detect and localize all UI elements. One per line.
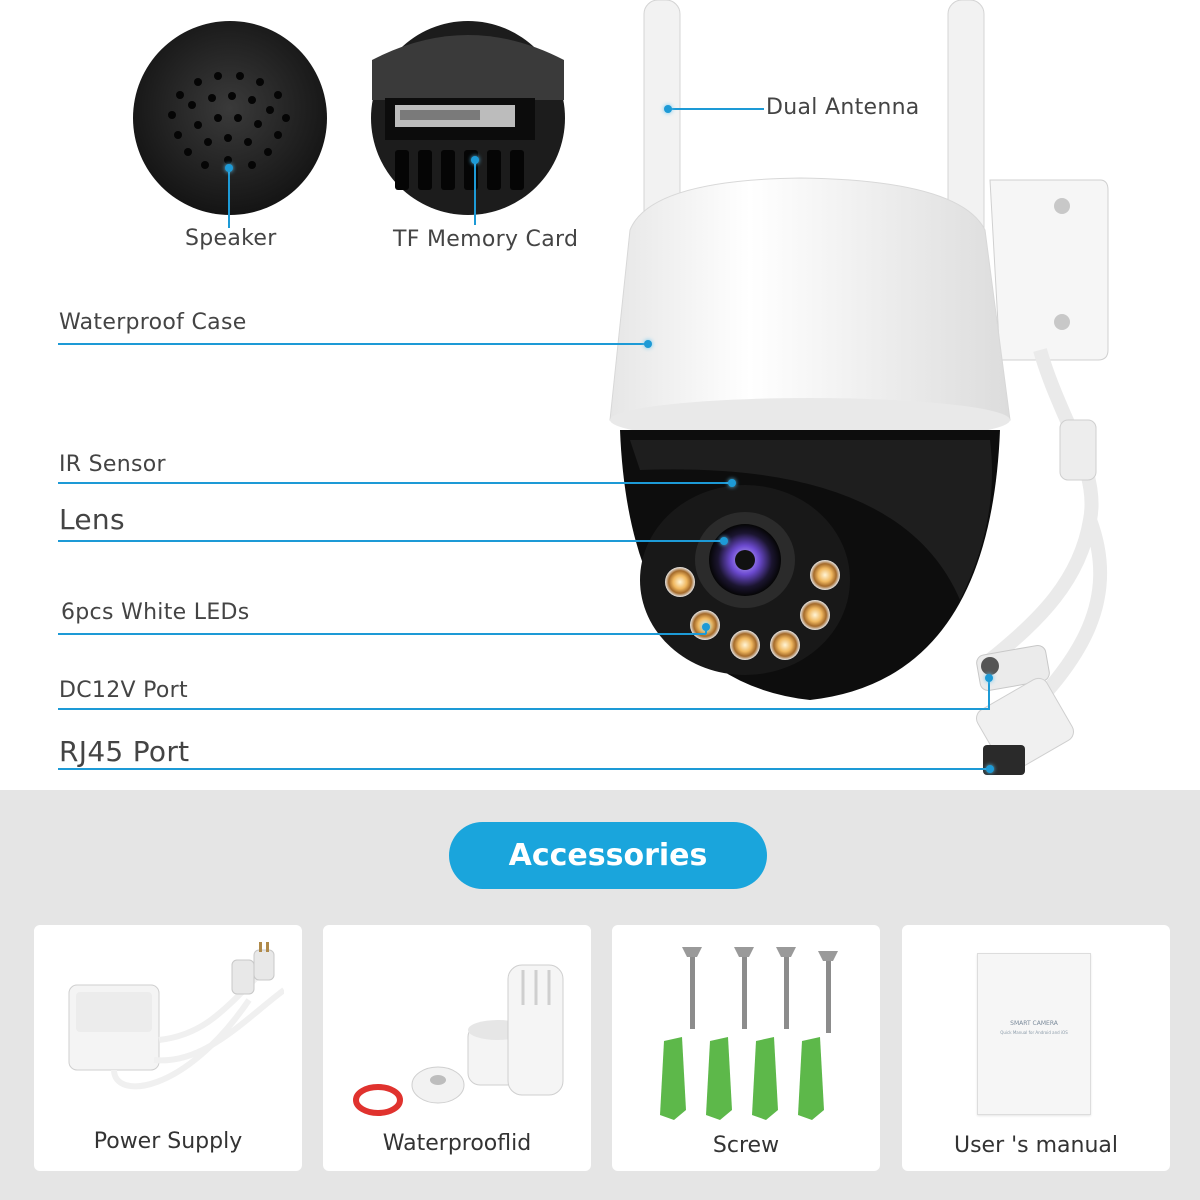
rj45-port-line <box>58 768 988 770</box>
dc-port-dot <box>985 674 993 682</box>
speaker-dot <box>225 164 233 172</box>
accessory-card-manual: SMART CAMERA Quick Manual for Android an… <box>902 925 1170 1171</box>
speaker-pointer <box>228 168 230 228</box>
tf-card-pointer <box>474 160 476 225</box>
rj45-port-label: RJ45 Port <box>59 735 190 768</box>
dual-antenna-label: Dual Antenna <box>766 95 920 120</box>
waterproof-lid-icon <box>353 964 564 1116</box>
antenna-dot <box>664 105 672 113</box>
dc-port-label: DC12V Port <box>59 678 188 703</box>
ir-sensor-label: IR Sensor <box>59 452 166 477</box>
manual-print-title: SMART CAMERA <box>1010 1020 1058 1027</box>
accessory-label-manual: User 's manual <box>953 1133 1119 1158</box>
leds-line <box>58 633 706 635</box>
tf-card-label: TF Memory Card <box>393 227 579 252</box>
speaker-label: Speaker <box>185 226 277 251</box>
ir-sensor-line <box>58 482 732 484</box>
accessory-label-screw: Screw <box>712 1133 780 1158</box>
lens-label: Lens <box>59 503 125 536</box>
white-leds-label: 6pcs White LEDs <box>61 600 250 625</box>
manual-print-subtitle: Quick Manual for Android and iOS <box>1000 1030 1068 1035</box>
accessory-card-screw: Screw <box>612 925 880 1171</box>
waterproof-case-line <box>58 343 648 345</box>
antenna-pointer <box>668 108 764 110</box>
waterproof-case-dot <box>644 340 652 348</box>
manual-icon: SMART CAMERA Quick Manual for Android an… <box>977 953 1091 1115</box>
dc-port-riser <box>988 678 990 710</box>
rj45-port-dot <box>986 765 994 773</box>
ir-sensor-dot <box>728 479 736 487</box>
camera-illustration <box>133 0 1109 775</box>
tf-card-closeup-icon <box>371 21 565 215</box>
dc-port-line <box>58 708 990 710</box>
tf-card-dot <box>471 156 479 164</box>
speaker-closeup-icon <box>133 21 327 215</box>
accessory-card-power-supply: Power Supply <box>34 925 302 1171</box>
accessory-card-waterproof-lid: Waterprooflid <box>323 925 591 1171</box>
accessory-label-waterproof-lid: Waterprooflid <box>382 1131 532 1156</box>
screw-icon <box>660 947 838 1120</box>
power-supply-icon <box>68 942 284 1090</box>
accessories-title: Accessories <box>449 822 767 889</box>
lens-line <box>58 540 724 542</box>
lens-dot <box>720 537 728 545</box>
waterproof-case-label: Waterproof Case <box>59 310 247 335</box>
accessory-label-power-supply: Power Supply <box>93 1129 243 1154</box>
leds-line-riser <box>705 624 707 634</box>
